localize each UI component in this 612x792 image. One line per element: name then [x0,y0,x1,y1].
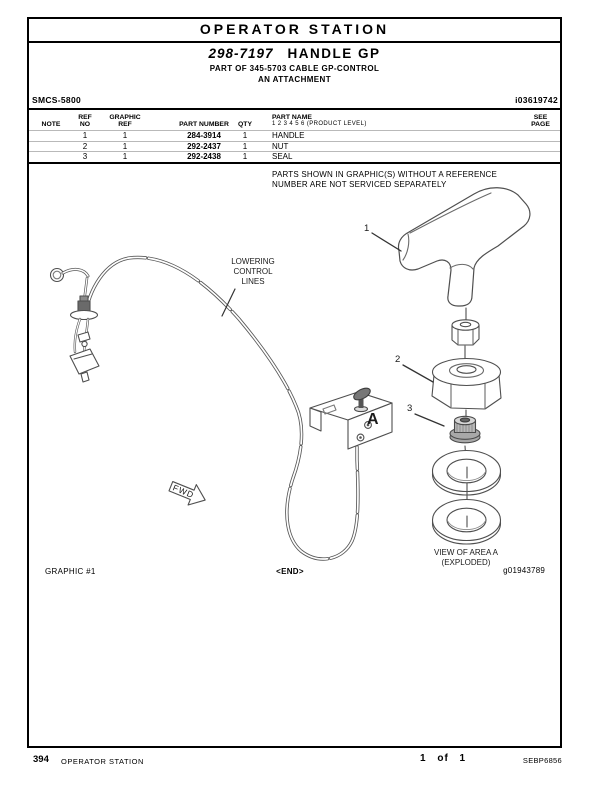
graphic-area: LOWERING CONTROL LINES FWD [29,165,560,746]
table-bottom-border [29,162,560,164]
area-a-handle [353,387,371,413]
smcs-code: SMCS-5800 [32,95,81,105]
hex-nut-small [451,319,480,346]
lowering-label-line1: LOWERING [231,257,275,266]
service-note-line1: PARTS SHOWN IN GRAPHIC(S) WITHOUT A REFE… [272,170,498,179]
callout-1-label: 1 [364,223,369,234]
callout-3-label: 3 [407,403,412,414]
header-note: NOTE [41,121,61,128]
cell-graphic-ref: 1 [122,141,128,151]
part-number-title: 298-7197 [208,46,274,61]
part-of-line: PART OF 345-5703 CABLE GP-CONTROL [209,64,380,73]
header-part-number: PART NUMBER [179,121,229,128]
lowering-control-lines-annotation: LOWERING CONTROL LINES [221,257,275,317]
mounting-bracket: A [309,387,393,450]
cell-part-name: NUT [272,141,289,151]
page-frame: OPERATOR STATION 298-7197 HANDLE GP PART … [27,17,562,748]
cell-part-name: HANDLE [272,131,305,140]
header-divider [29,108,560,110]
attachment-line: AN ATTACHMENT [257,75,332,84]
cell-qty: 1 [242,131,248,140]
footer-doc-code: SEBP6856 [522,756,562,765]
cell-qty: 1 [242,141,248,151]
graphic-number-label: GRAPHIC #1 [45,567,96,576]
area-a-label: A [367,411,379,428]
table-row: 3 1 292-2438 1 SEAL [29,152,560,162]
cell-part-number: 292-2437 [187,141,221,151]
cell-graphic-ref: 1 [122,152,128,161]
part-name-title: HANDLE GP [287,46,381,61]
cell-ref-no: 3 [82,152,88,161]
table-row: 2 1 292-2437 1 NUT [29,142,560,152]
footer-section: OPERATOR STATION [61,757,144,766]
cell-ref-no: 2 [82,141,88,151]
table-rule [29,140,560,142]
lowering-label-line3: LINES [241,277,264,286]
view-caption-line2: (EXPLODED) [442,558,491,567]
cell-graphic-ref: 1 [122,131,128,140]
fwd-label: FWD [171,482,195,500]
callout-2-label: 2 [395,354,400,365]
footer-page-number: 394 [33,754,49,765]
header-ref-no: REF NO [78,114,92,128]
parts-diagram: LOWERING CONTROL LINES FWD [49,187,531,567]
table-row: 1 1 284-3914 1 HANDLE [29,131,560,141]
handle-part [397,187,531,307]
section-title: OPERATOR STATION [199,21,390,37]
callout-1-leader [371,232,402,252]
parts-table-header: NOTE REF NO GRAPHIC REF PART NUMBER QTY … [29,111,560,130]
service-note-line2: NUMBER ARE NOT SERVICED SEPARATELY [272,180,447,189]
fwd-arrow-icon: FWD [168,481,206,506]
control-cable-lines [83,255,360,561]
section-title-bar: OPERATOR STATION [29,19,560,43]
cell-part-name: SEAL [272,152,293,161]
view-caption-line1: VIEW OF AREA A [434,548,499,557]
cell-part-number: 292-2438 [187,152,221,161]
cell-qty: 1 [242,152,248,161]
cell-ref-no: 1 [82,131,88,140]
callouts: 1 2 3 [364,223,445,427]
lowering-leader-line [221,288,236,317]
part-title-row: 298-7197 HANDLE GP [29,46,560,61]
nut-part [431,357,502,410]
header-see-page: SEE PAGE [531,114,550,128]
end-marker: <END> [276,567,304,576]
table-rule [29,130,560,131]
cell-part-number: 284-3914 [187,131,221,140]
callout-3-leader [414,413,445,427]
lowering-label-line2: CONTROL [233,267,273,276]
cable-end-fitting [49,267,100,383]
graphic-id: g01943789 [503,566,545,575]
table-rule [29,151,560,152]
footer-page-count: 1 of 1 [420,753,467,764]
header-product-level: 1 2 3 4 5 6 (PRODUCT LEVEL) [272,121,367,127]
header-qty: QTY [238,121,252,128]
callout-2-leader [402,364,434,383]
seal-part [449,415,481,444]
doc-id: i03619742 [515,95,558,105]
header-part-name: PART NAME [272,113,312,121]
header-graphic-ref: GRAPHIC REF [109,114,141,128]
